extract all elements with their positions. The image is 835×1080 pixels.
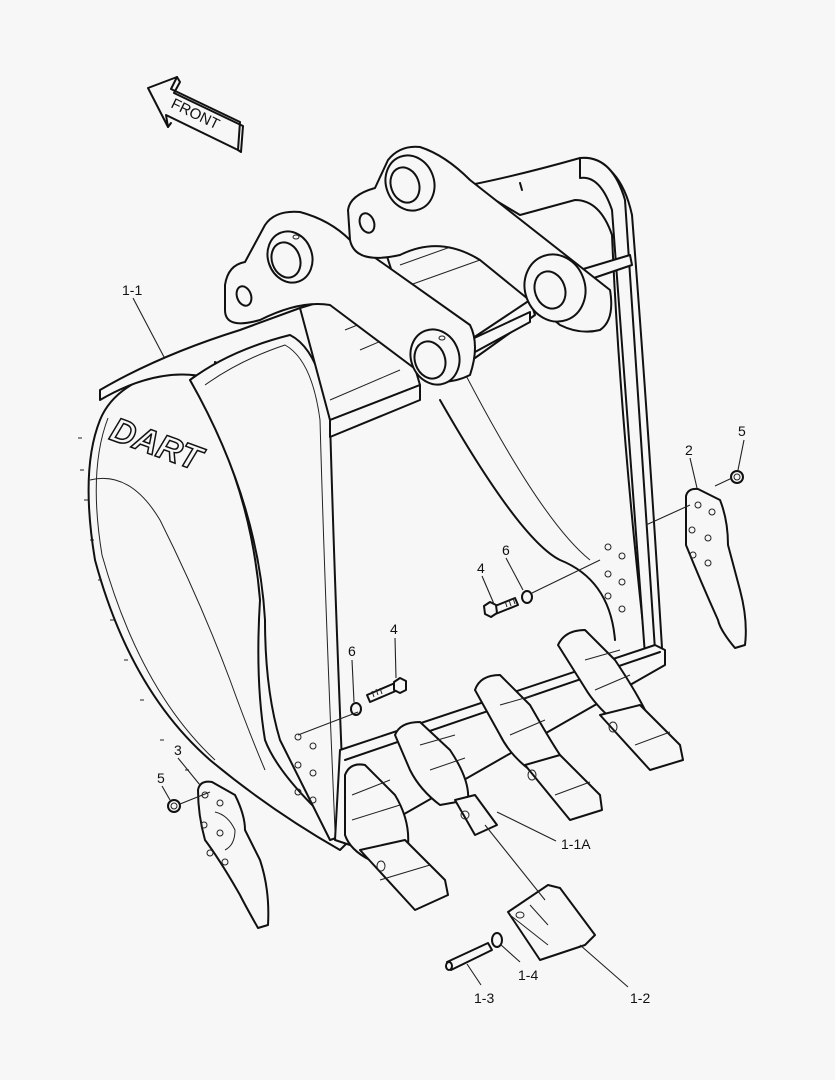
bolt-upper (483, 597, 519, 618)
bucket-teeth (344, 629, 684, 911)
tooth-point-part (507, 884, 596, 961)
callout-3: 3 (174, 742, 182, 758)
callout-2: 2 (685, 442, 693, 458)
callout-1-3: 1-3 (474, 990, 495, 1006)
callout-5-right: 5 (738, 423, 746, 439)
callout-5-left: 5 (157, 770, 165, 786)
bucket-body (78, 145, 666, 851)
side-bolt-holes (294, 543, 626, 804)
nut-right (730, 470, 744, 484)
callout-leader-lines (132, 297, 745, 988)
callout-1-4: 1-4 (518, 967, 539, 983)
washer-upper (521, 590, 533, 604)
callout-1-1: 1-1 (122, 282, 143, 298)
pin-part (445, 942, 493, 971)
callout-1-2: 1-2 (630, 990, 651, 1006)
lock-washer-part (491, 932, 503, 948)
callout-1-1a: 1-1A (561, 836, 591, 852)
bolt-lower (366, 677, 407, 703)
side-cutter-right (685, 487, 747, 649)
callout-4-lower: 4 (390, 621, 398, 637)
callout-6-lower: 6 (348, 643, 356, 659)
callout-6-upper: 6 (502, 542, 510, 558)
nut-left (167, 799, 181, 813)
callout-4-upper: 4 (477, 560, 485, 576)
washer-lower (350, 702, 362, 716)
front-arrow-icon: FRONT (147, 76, 244, 153)
side-cutter-left (197, 780, 270, 929)
